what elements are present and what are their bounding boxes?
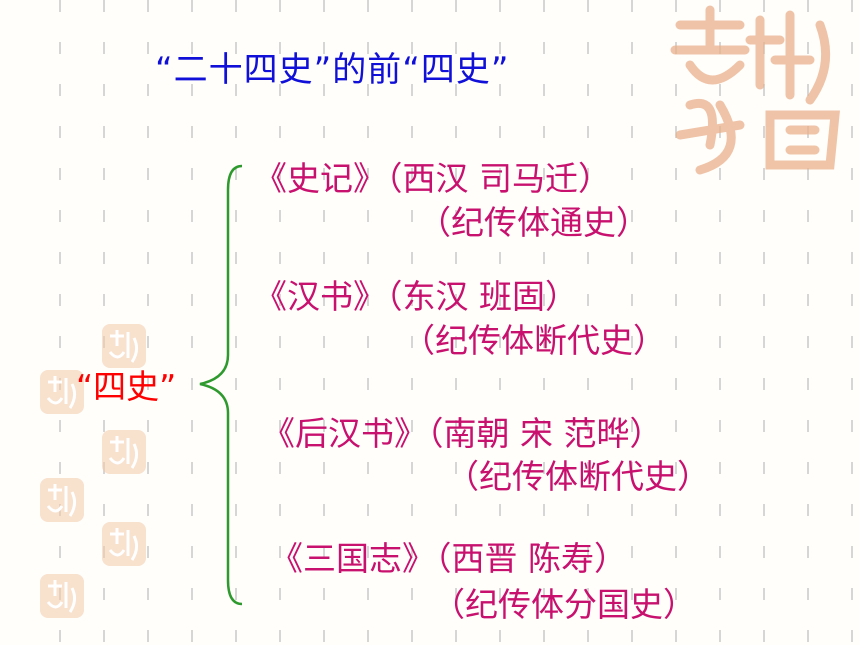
auspicious-seal-icon	[670, 5, 840, 175]
auspicious-seal-icon	[40, 370, 84, 414]
book-hanshu-type: （纪传体断代史）	[402, 321, 666, 360]
book-sanguozhi: 《三国志》（西晋 陈寿）	[270, 539, 627, 578]
auspicious-seal-icon	[102, 324, 146, 368]
auspicious-seal-icon	[40, 478, 84, 522]
book-houhanshu: 《后汉书》（南朝 宋 范晔）	[262, 414, 663, 453]
book-shiji: 《史记》（西汉 司马迁）	[254, 159, 611, 198]
auspicious-seal-icon	[102, 430, 146, 474]
page-title: “二十四史”的前“四史”	[155, 50, 510, 90]
book-sanguozhi-type: （纪传体分国史）	[432, 585, 696, 624]
curly-brace-icon	[199, 164, 243, 606]
book-houhanshu-type: （纪传体断代史）	[446, 457, 710, 496]
auspicious-seal-icon	[102, 522, 146, 566]
book-hanshu: 《汉书》（东汉 班固）	[254, 277, 578, 316]
center-label: “四史”	[76, 367, 177, 406]
auspicious-seal-icon	[40, 574, 84, 618]
book-shiji-type: （纪传体通史）	[418, 203, 649, 242]
